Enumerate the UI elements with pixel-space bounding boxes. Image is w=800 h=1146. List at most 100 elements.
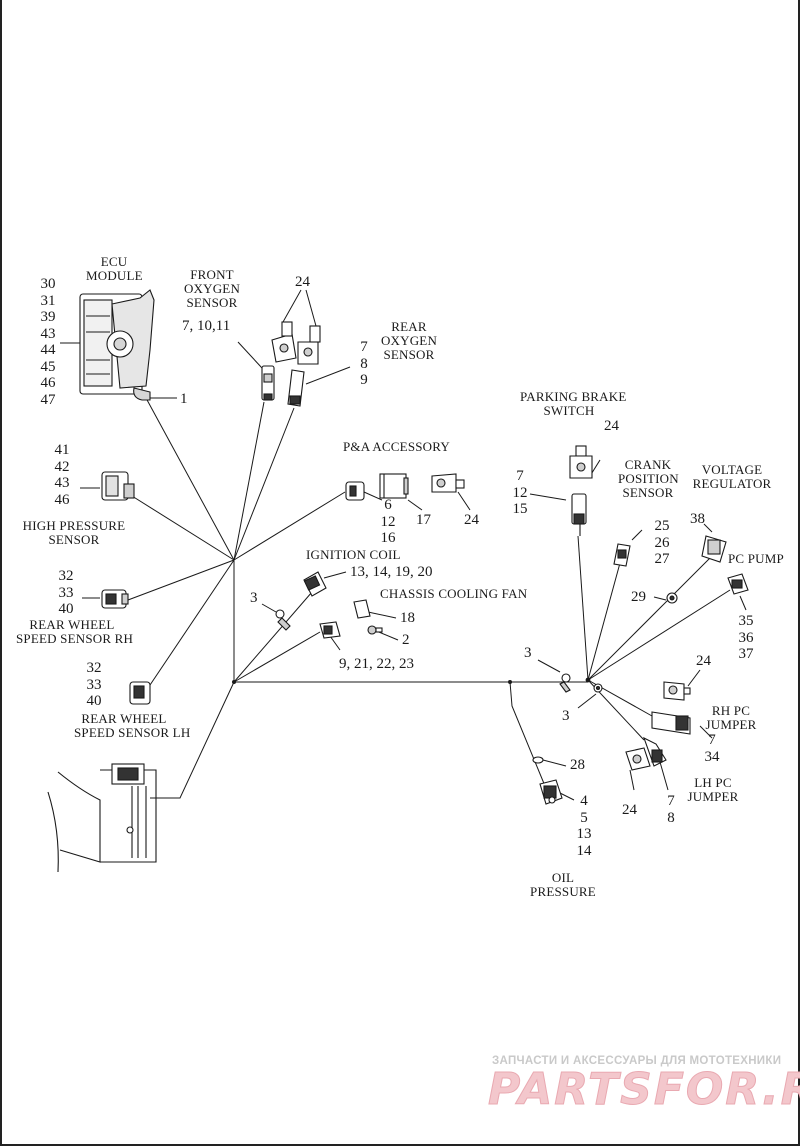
chassis-frame-section bbox=[47, 763, 157, 873]
callout-number: 12 bbox=[380, 513, 396, 530]
fan-screw-callout: 2 bbox=[402, 632, 410, 648]
callout-number: 32 bbox=[58, 568, 74, 584]
callout-number: 39 bbox=[40, 309, 56, 325]
pc-pump-connector bbox=[727, 573, 749, 595]
oil-pressure-label-line: PRESSURE bbox=[530, 884, 596, 899]
crank-position-sensor-label: CRANK POSITION SENSOR bbox=[618, 458, 679, 500]
wire-to-pc-pump bbox=[587, 589, 731, 681]
ground-left-callout: 3 bbox=[250, 590, 258, 606]
rh-jumper-callout-stack: 7 34 bbox=[700, 732, 724, 765]
callout-number: 46 bbox=[40, 375, 56, 391]
parking-brake-label-line: SWITCH bbox=[543, 403, 595, 418]
wss-rh-label-line: REAR WHEEL bbox=[29, 617, 115, 632]
ground-terminals-right bbox=[559, 673, 603, 693]
callout-number: 9 bbox=[360, 372, 368, 388]
wss-rh-connector bbox=[101, 589, 129, 609]
voltage-regulator-label: VOLTAGE REGULATOR bbox=[692, 463, 772, 491]
lh-pc-jumper-part bbox=[625, 736, 667, 771]
cooling-fan-parts bbox=[319, 599, 383, 639]
wire-to-cooling-fan bbox=[233, 631, 321, 683]
crank-label-line: SENSOR bbox=[622, 485, 674, 500]
callout-number: 6 bbox=[384, 497, 392, 513]
callout-number: 43 bbox=[40, 325, 56, 342]
lh-jumper-label-line: JUMPER bbox=[687, 789, 739, 804]
wire-to-frame bbox=[150, 681, 235, 799]
ecu-module-part bbox=[79, 289, 155, 401]
wire-to-oil-pressure bbox=[509, 681, 546, 787]
rh-pc-jumper-part bbox=[651, 681, 691, 735]
callout-number: 8 bbox=[360, 355, 368, 372]
callout-number: 7 bbox=[708, 732, 716, 748]
wire-to-front-o2 bbox=[233, 401, 265, 561]
parking-brake-callout-stack: 7 12 15 bbox=[508, 468, 532, 518]
rear-wheel-speed-sensor-lh-label: REAR WHEEL SPEED SENSOR LH bbox=[74, 712, 190, 740]
front-oxygen-sensor-label-line: SENSOR bbox=[186, 295, 238, 310]
callout-number: 34 bbox=[704, 748, 720, 765]
lh-jumper-clip-callout: 24 bbox=[622, 802, 637, 818]
high-pressure-sensor-part bbox=[101, 471, 135, 501]
wire-to-pa-accessory bbox=[233, 491, 346, 561]
wss-lh-callout-stack: 32 33 40 bbox=[82, 660, 106, 710]
pa-connector-callout-stack: 6 12 16 bbox=[376, 497, 400, 547]
ecu-pin-callout: 1 bbox=[180, 391, 188, 407]
wss-rh-callout-stack: 32 33 40 bbox=[54, 568, 78, 618]
callout-number: 7 bbox=[667, 793, 675, 809]
oil-pressure-callout-stack: 4 5 13 14 bbox=[572, 793, 596, 859]
lh-jumper-callout-stack: 7 8 bbox=[660, 793, 682, 826]
callout-number: 47 bbox=[40, 391, 56, 408]
callout-number: 31 bbox=[40, 292, 56, 309]
rear-oxygen-sensor-label-line: OXYGEN bbox=[380, 333, 438, 348]
callout-number: 25 bbox=[654, 518, 670, 534]
oil-pressure-label: OIL PRESSURE bbox=[524, 871, 602, 899]
callout-number: 14 bbox=[576, 842, 592, 859]
pa-clip-callout: 24 bbox=[464, 512, 479, 528]
callout-number: 30 bbox=[40, 276, 56, 292]
callout-number: 16 bbox=[380, 530, 396, 546]
callout-number: 44 bbox=[40, 342, 56, 358]
callout-number: 42 bbox=[54, 458, 70, 475]
rear-oxygen-connector bbox=[287, 325, 321, 407]
lh-pc-jumper-label: LH PC JUMPER bbox=[686, 776, 740, 804]
callout-number: 5 bbox=[580, 809, 588, 826]
oxygen-clip-callout: 24 bbox=[295, 274, 310, 290]
ecu-callout-stack: 30 31 39 43 44 45 46 47 bbox=[34, 276, 62, 408]
rh-jumper-clip-callout: 24 bbox=[696, 653, 711, 669]
callout-number: 27 bbox=[654, 551, 670, 567]
lh-jumper-label-line: LH PC bbox=[694, 775, 732, 790]
ground-terminal-left bbox=[275, 609, 291, 631]
oil-pressure-label-line: OIL bbox=[551, 870, 575, 885]
callout-number: 7 bbox=[516, 468, 524, 484]
front-oxygen-sensor-label-line: OXYGEN bbox=[183, 281, 241, 296]
crank-label-line: POSITION bbox=[618, 471, 679, 486]
callout-number: 12 bbox=[512, 484, 528, 501]
vreg-label-line: REGULATOR bbox=[692, 476, 772, 491]
wire-to-rear-o2 bbox=[233, 407, 295, 561]
rh-jumper-label-line: RH PC bbox=[711, 703, 751, 718]
wire-to-crank-sensor bbox=[587, 562, 621, 681]
callout-number: 26 bbox=[654, 534, 670, 551]
crank-callout-stack: 25 26 27 bbox=[650, 518, 674, 568]
callout-number: 33 bbox=[58, 584, 74, 601]
callout-number: 33 bbox=[86, 676, 102, 693]
vreg-label-line: VOLTAGE bbox=[701, 462, 763, 477]
pc-pump-callout-stack: 35 36 37 bbox=[734, 613, 758, 663]
wss-lh-connector bbox=[129, 681, 151, 705]
harness-junction bbox=[508, 680, 512, 684]
callout-number: 7 bbox=[360, 339, 368, 355]
callout-number: 37 bbox=[738, 646, 754, 662]
pa-plug-callout: 17 bbox=[416, 512, 431, 528]
oil-grommet-callout: 28 bbox=[570, 757, 585, 773]
wire-to-parking-brake bbox=[577, 535, 589, 681]
harness-junction bbox=[232, 680, 236, 684]
wire-to-vreg-upper bbox=[667, 555, 713, 601]
rh-jumper-label-line: JUMPER bbox=[705, 717, 757, 732]
pc-pump-label: PC PUMP bbox=[728, 551, 784, 566]
ecu-module-label-line: MODULE bbox=[86, 268, 143, 283]
high-pressure-sensor-label-line: SENSOR bbox=[48, 532, 100, 547]
high-pressure-sensor-label-line: HIGH PRESSURE bbox=[22, 518, 126, 533]
watermark-tagline: ЗАПЧАСТИ И АКСЕССУАРЫ ДЛЯ МОТОТЕХНИКИ bbox=[492, 1055, 782, 1067]
callout-number: 46 bbox=[54, 491, 70, 508]
